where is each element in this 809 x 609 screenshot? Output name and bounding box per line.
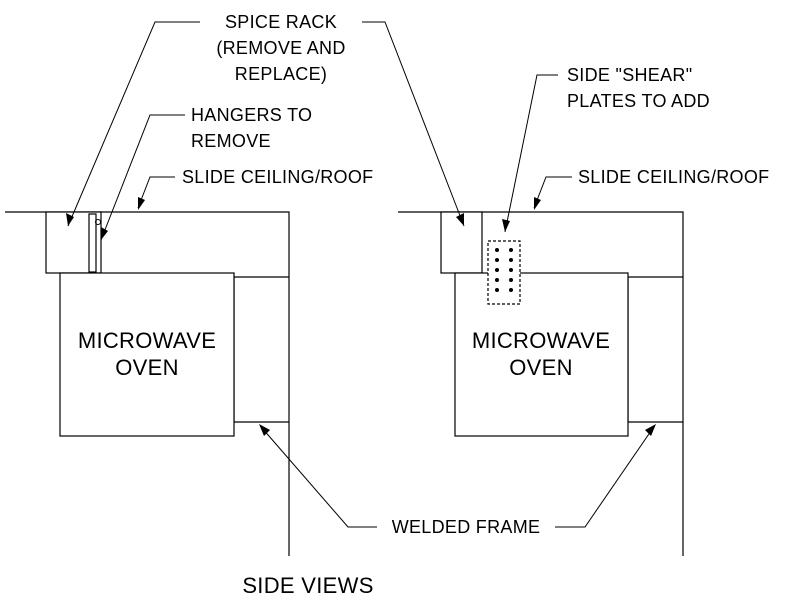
leader-arrow-icon [101,227,108,240]
hangers-label-line2: REMOVE [191,131,271,151]
welded-frame-label: WELDED FRAME [392,517,541,537]
leader-arrow-icon [66,213,74,226]
left-side-view: MICROWAVE OVEN [5,211,290,556]
spice-rack-label-line3: REPLACE) [235,64,327,84]
spice-rack-label-line1: SPICE RACK [225,12,337,32]
hangers-label-line1: HANGERS TO [191,105,312,125]
spice-rack-label-line2: (REMOVE AND [216,38,345,58]
diagram-caption: SIDE VIEWS [242,573,373,598]
left-microwave-oven [59,272,235,437]
left-microwave-label-line1: MICROWAVE [78,328,216,353]
leader-arrow-icon [259,424,270,436]
shear-plate-icon [487,240,521,305]
leader-arrow-icon [534,197,541,210]
callout-labels: SPICE RACK (REMOVE AND REPLACE) HANGERS … [182,12,769,598]
right-side-view: MICROWAVE OVEN [398,211,684,556]
left-welded-frame [233,277,289,423]
right-welded-frame [627,277,683,423]
leader-arrow-icon [138,197,145,210]
shear-plates-label-line1: SIDE "SHEAR" [567,65,692,85]
slide-ceiling-label-right: SLIDE CEILING/ROOF [578,167,769,187]
leader-arrow-icon [645,424,656,436]
right-microwave-oven [454,272,629,437]
right-microwave-label-line2: OVEN [509,355,573,380]
leader-arrow-icon [502,219,510,232]
leader-lines [66,21,656,528]
right-microwave-label-line1: MICROWAVE [472,328,610,353]
left-microwave-label-line2: OVEN [115,355,179,380]
shear-plates-label-line2: PLATES TO ADD [567,91,710,111]
leader-arrow-icon [456,213,464,226]
slide-ceiling-label-left: SLIDE CEILING/ROOF [182,167,373,187]
